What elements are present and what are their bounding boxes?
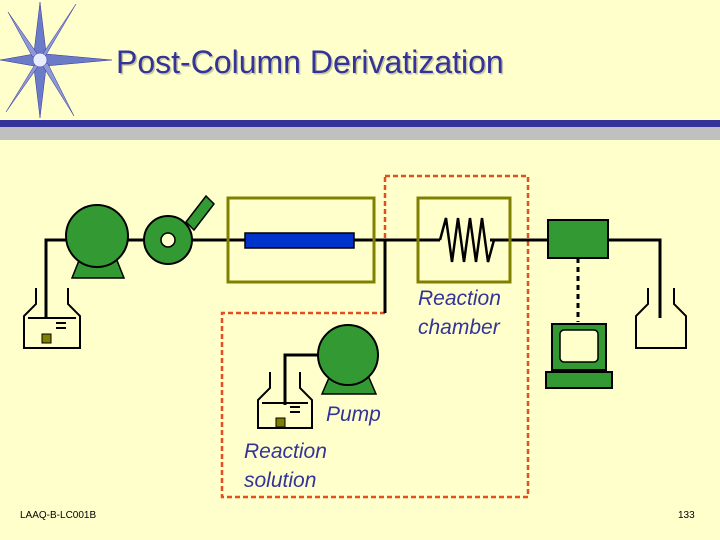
footer-code: LAAQ-B-LC001B — [20, 510, 97, 521]
main-pump — [65, 204, 129, 279]
reaction-chamber-label-line2: chamber — [418, 316, 500, 339]
reagent-reservoir — [257, 372, 313, 429]
pump-label: Pump — [326, 403, 381, 426]
separation-column — [244, 232, 355, 249]
tubing-lines — [44, 238, 662, 405]
reaction-chamber-box — [416, 196, 512, 284]
star-logo-icon — [0, 1, 113, 119]
reaction-chamber-label: Reaction chamber — [418, 284, 501, 342]
column-oven-box — [226, 196, 376, 284]
detector — [547, 219, 609, 259]
reaction-chamber-label-line1: Reaction — [418, 287, 501, 310]
reaction-solution-label-line1: Reaction — [244, 440, 327, 463]
header-band-shadow — [0, 127, 720, 140]
waste-reservoir — [635, 288, 687, 349]
slide-title: Post-Column Derivatization — [116, 44, 504, 80]
reaction-coil — [438, 217, 496, 263]
reagent-pump — [317, 324, 379, 395]
header-band — [0, 120, 720, 127]
reaction-solution-label-line2: solution — [244, 469, 317, 492]
recorder-monitor — [545, 323, 613, 389]
page-number: 133 — [678, 510, 695, 521]
reaction-solution-label: Reaction solution — [244, 437, 327, 495]
injector-valve — [143, 194, 215, 265]
solvent-reservoir — [23, 288, 81, 349]
